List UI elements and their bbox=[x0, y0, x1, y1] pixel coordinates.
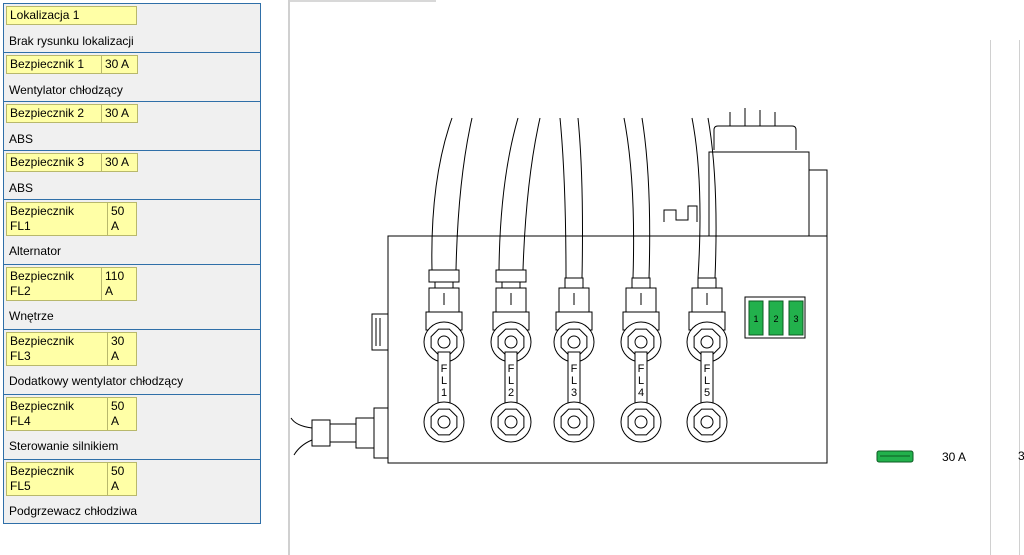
connector-housing bbox=[708, 151, 810, 237]
fuse-list-panel: Lokalizacja 1 Brak rysunku lokalizacji B… bbox=[3, 3, 261, 524]
fuse-label-char: 1 bbox=[441, 387, 447, 399]
item-description: Podgrzewacz chłodziwa bbox=[9, 504, 138, 518]
cable-fl3 bbox=[559, 117, 583, 279]
item-description: Dodatkowy wentylator chłodzący bbox=[9, 374, 184, 388]
panel-splitter[interactable] bbox=[262, 0, 288, 555]
list-item[interactable]: Lokalizacja 1 Brak rysunku lokalizacji bbox=[4, 4, 260, 53]
mini-fuse-label: 1 bbox=[753, 314, 758, 324]
fuse-label-char: L bbox=[441, 375, 447, 387]
bottom-left-cable bbox=[290, 417, 313, 456]
fuse-label-char: L bbox=[704, 375, 710, 387]
diagram-right-divider bbox=[990, 40, 991, 555]
diagram-frame-edge bbox=[288, 0, 290, 555]
mini-fuse-2[interactable]: 2 bbox=[768, 300, 784, 336]
fuse-terminal-2[interactable]: FL2 bbox=[490, 269, 532, 443]
fuse-label-char: 3 bbox=[571, 387, 577, 399]
fuse-label-char: L bbox=[638, 375, 644, 387]
fuse-label-char: 5 bbox=[704, 387, 710, 399]
housing-notch bbox=[663, 205, 698, 222]
item-description: ABS bbox=[9, 132, 34, 146]
item-description: Wentylator chłodzący bbox=[9, 83, 123, 97]
cable-fitting bbox=[355, 417, 375, 449]
mini-fuse-1[interactable]: 1 bbox=[748, 300, 764, 336]
connector-plug bbox=[713, 125, 797, 150]
fuse-label-char: L bbox=[508, 375, 514, 387]
item-description: Sterowanie silnikiem bbox=[9, 439, 119, 453]
mini-fuse-label: 3 bbox=[793, 314, 798, 324]
fuse-label-char: F bbox=[508, 363, 515, 375]
connector-wires bbox=[729, 108, 776, 126]
connector-side-block bbox=[808, 169, 828, 237]
fuse-terminal-4[interactable]: FL4 bbox=[620, 277, 662, 443]
cable-fl1 bbox=[431, 117, 473, 271]
top-divider bbox=[288, 0, 436, 2]
item-description: ABS bbox=[9, 181, 34, 195]
item-description: Alternator bbox=[9, 244, 62, 258]
cable-entry bbox=[373, 407, 389, 459]
cable-fl2 bbox=[498, 117, 541, 271]
item-description: Wnętrze bbox=[9, 309, 54, 323]
mini-fuse-label: 2 bbox=[773, 314, 778, 324]
fuse-legend-label: 30 A bbox=[942, 450, 967, 464]
fuse-terminal-1[interactable]: FL1 bbox=[423, 269, 465, 443]
fuse-terminal-3[interactable]: FL3 bbox=[553, 277, 595, 443]
fuse-label-char: L bbox=[571, 375, 577, 387]
diagram-right-divider-2 bbox=[1019, 40, 1020, 555]
location-tag: Lokalizacja 1 bbox=[6, 6, 137, 25]
fuse-terminal-5[interactable]: FL5 bbox=[686, 277, 728, 443]
fuse-label-char: 2 bbox=[508, 387, 514, 399]
cable-fl4 bbox=[623, 117, 651, 279]
fuse-label-char: F bbox=[704, 363, 711, 375]
fuse-label-char: F bbox=[441, 363, 448, 375]
item-description: Brak rysunku lokalizacji bbox=[9, 34, 134, 48]
fuse-label-char: F bbox=[638, 363, 645, 375]
fuse-label-char: 4 bbox=[638, 387, 644, 399]
fuse-label-char: F bbox=[571, 363, 578, 375]
cable-fl5 bbox=[691, 117, 717, 279]
mini-fuse-3[interactable]: 3 bbox=[788, 300, 804, 336]
edge-digit: 3 bbox=[1018, 449, 1024, 463]
